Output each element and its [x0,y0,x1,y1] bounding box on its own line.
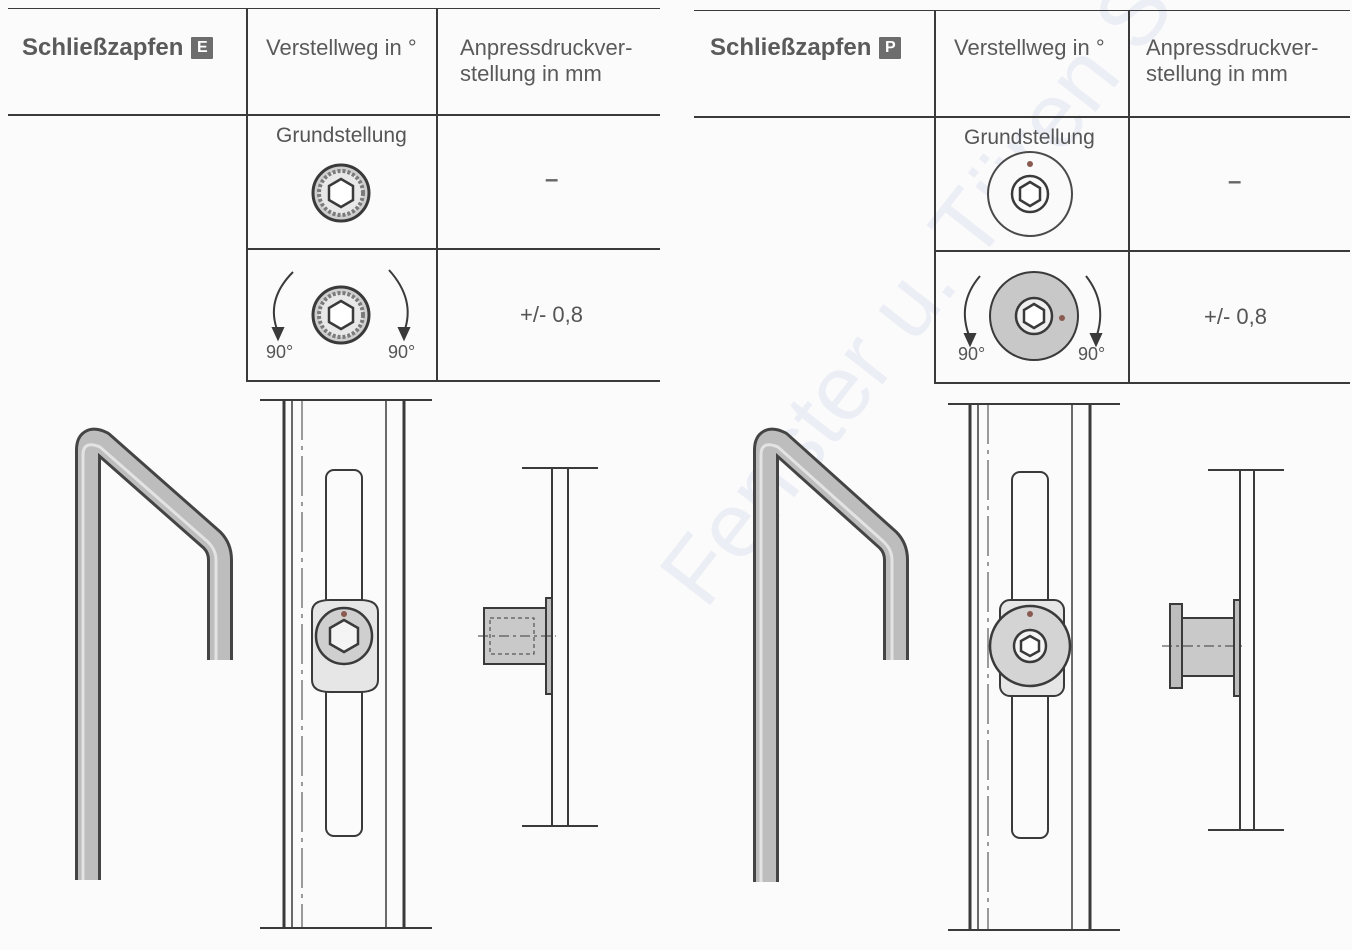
panel-title: Schließzapfen P [710,34,902,61]
row2-pressure-value: +/- 0,8 [1204,304,1267,329]
hex-key-icon [75,427,233,880]
rotation-right-label: 90° [388,342,416,362]
frame-profile-front-view [948,403,1120,931]
rotation-left-label: 90° [958,344,986,364]
table-header-rule [694,116,1350,118]
table-header-rule [8,114,660,116]
panel-schliesszapfen-e: Schließzapfen E Verstellweg in ° Anpress… [8,8,660,929]
row-label-grundstellung: Grundstellung [964,126,1095,149]
panel-schliesszapfen-p: Schließzapfen P Verstellweg in ° Anpress… [688,0,1352,950]
column-header-adjustment: Verstellweg in ° [954,35,1105,60]
hex-key-icon [753,427,909,882]
column-header-adjustment: Verstellweg in ° [266,35,417,60]
eccentric-e-rotate-icon [311,285,371,345]
row-label-grundstellung: Grundstellung [276,124,407,147]
table-col-divider-1 [246,8,248,382]
eccentric-p-rotate-icon [989,271,1079,361]
rotation-arrows-icon [271,269,411,342]
column-header-pressure-line2: stellung in mm [1146,61,1288,86]
column-header-pressure-line1: Anpressdruckver- [460,35,633,60]
rotation-left-label: 90° [266,342,294,362]
frame-profile-side-view [478,467,598,827]
table-row-divider [246,248,660,250]
table-top-rule [8,8,660,9]
table-bottom-rule [934,382,1350,384]
row1-pressure-value: – [1228,168,1242,195]
eccentric-p-symbols [753,151,1284,931]
row1-pressure-value: – [545,166,559,193]
type-badge: E [191,37,214,59]
table-col-divider-2 [436,8,438,382]
table-col-divider-2 [1128,10,1130,384]
frame-profile-front-view [260,399,432,929]
eccentric-e-base-icon [311,163,371,223]
frame-profile-side-view [1162,469,1284,831]
panel-title-text: Schließzapfen [710,34,872,61]
panel-title: Schließzapfen E [22,34,214,61]
rotation-arrows-icon [963,275,1103,348]
column-header-pressure-line2: stellung in mm [460,61,602,86]
row2-pressure-value: +/- 0,8 [520,302,583,327]
column-header-pressure-line1: Anpressdruckver- [1146,35,1319,60]
rotation-right-label: 90° [1078,344,1106,364]
eccentric-p-base-icon [987,151,1073,237]
panel-title-text: Schließzapfen [22,34,184,61]
table-row-divider [934,250,1350,252]
type-badge: P [879,37,902,59]
table-bottom-rule [246,380,660,382]
table-top-rule [694,10,1350,11]
table-col-divider-1 [934,10,936,384]
